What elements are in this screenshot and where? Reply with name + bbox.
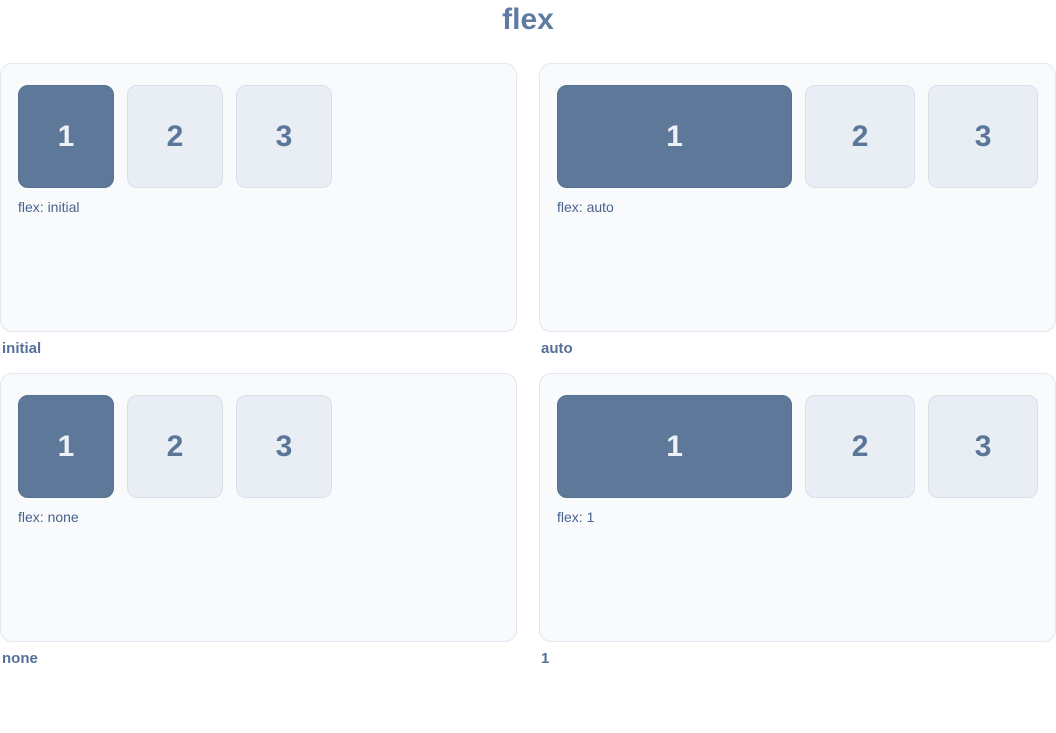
flex-value-label: flex: initial	[18, 199, 80, 215]
flex-item-3: 3	[928, 395, 1039, 498]
flex-value-label: flex: auto	[557, 199, 614, 215]
flex-container: 1 2 3	[557, 395, 1039, 498]
flex-container: 1 2 3	[18, 395, 499, 498]
flex-container: 1 2 3	[557, 85, 1039, 188]
demo-cell-initial: 1 2 3 flex: initial initial	[0, 63, 517, 357]
page-title: flex	[502, 3, 554, 36]
flex-item-2: 2	[805, 85, 916, 188]
flex-container: 1 2 3	[18, 85, 499, 188]
demo-cell-auto: 1 2 3 flex: auto auto	[539, 63, 1056, 357]
flex-item-3: 3	[236, 85, 332, 188]
flex-value-label: flex: none	[18, 509, 79, 525]
demo-grid: 1 2 3 flex: initial initial 1 2 3 flex: …	[0, 63, 1056, 667]
flex-value-label: flex: 1	[557, 509, 595, 525]
flex-item-1: 1	[18, 395, 114, 498]
demo-panel-1: 1 2 3 flex: 1	[539, 373, 1056, 642]
demo-caption-initial: initial	[2, 340, 42, 357]
demo-caption-none: none	[2, 650, 38, 667]
flex-item-1: 1	[18, 85, 114, 188]
flex-item-1: 1	[557, 395, 793, 498]
demo-panel-initial: 1 2 3 flex: initial	[0, 63, 517, 332]
demo-panel-auto: 1 2 3 flex: auto	[539, 63, 1056, 332]
demo-panel-none: 1 2 3 flex: none	[0, 373, 517, 642]
flex-item-3: 3	[236, 395, 332, 498]
flex-item-2: 2	[127, 85, 223, 188]
flex-item-2: 2	[127, 395, 223, 498]
demo-cell-1: 1 2 3 flex: 1 1	[539, 373, 1056, 667]
flex-item-2: 2	[805, 395, 916, 498]
flex-item-3: 3	[928, 85, 1039, 188]
demo-caption-auto: auto	[541, 340, 573, 357]
demo-cell-none: 1 2 3 flex: none none	[0, 373, 517, 667]
flex-item-1: 1	[557, 85, 793, 188]
demo-caption-1: 1	[541, 650, 550, 667]
